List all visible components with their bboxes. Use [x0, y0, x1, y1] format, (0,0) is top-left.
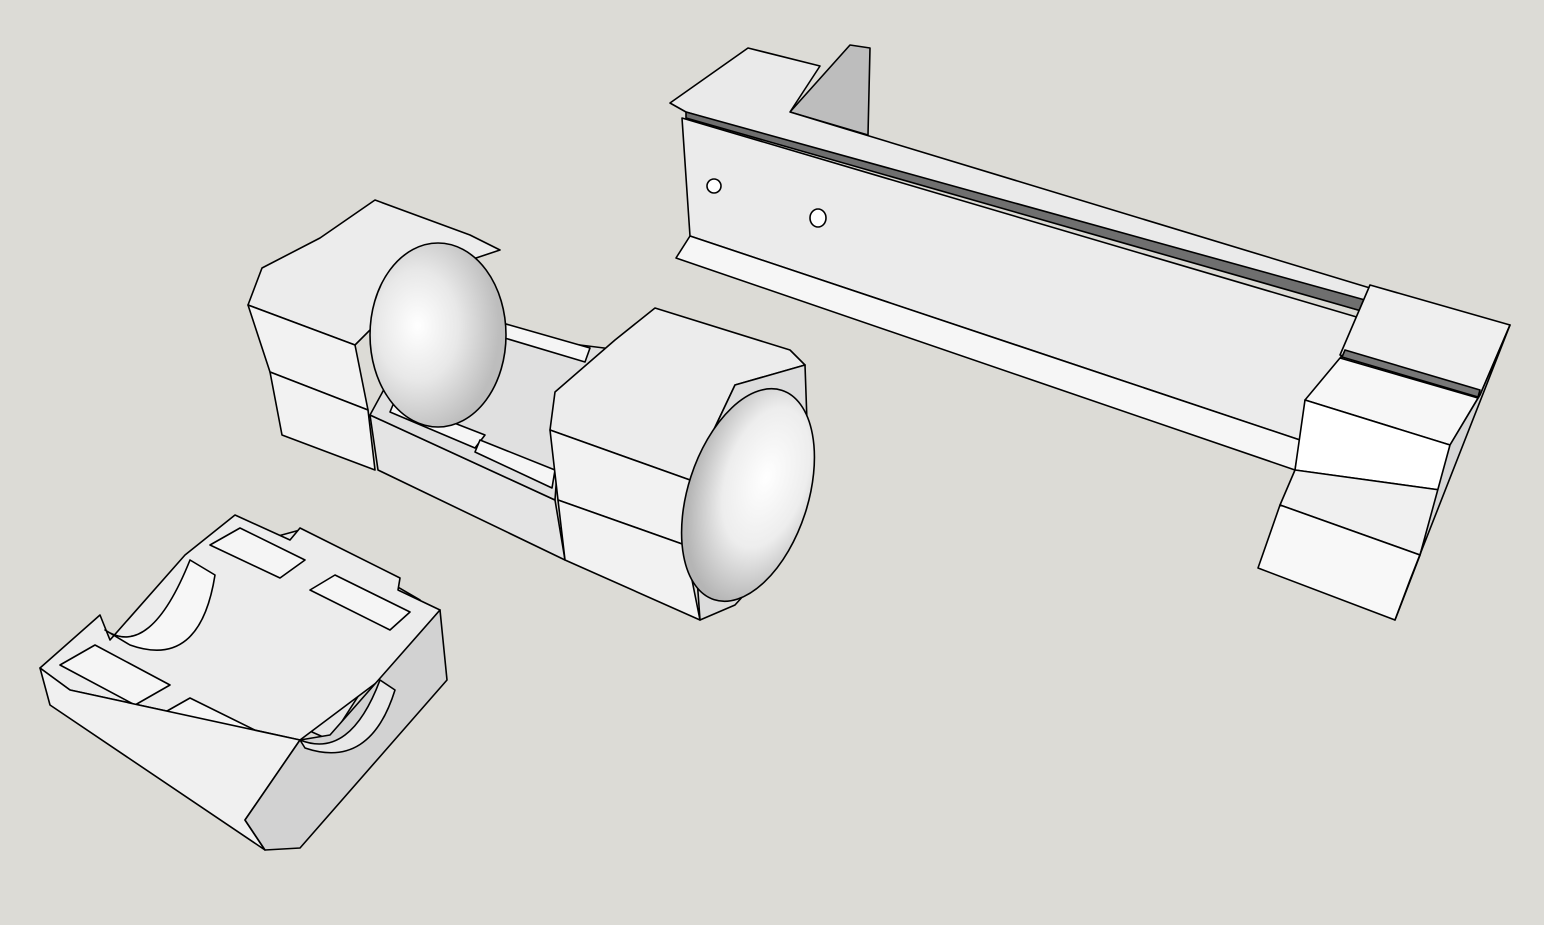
left-bearing-disc — [369, 242, 507, 428]
rail-bracket-model[interactable] — [669, 44, 1511, 621]
clip-pocket — [209, 527, 306, 579]
clip-pocket — [309, 574, 411, 631]
bearing-block-model[interactable] — [247, 199, 839, 621]
clip-cradle — [104, 559, 216, 651]
clip-pocket — [59, 644, 171, 706]
left-block-front-lower — [269, 371, 376, 471]
channel-pocket — [474, 439, 556, 489]
half-clip-model[interactable] — [39, 514, 448, 851]
clip-side-face — [244, 609, 448, 851]
rail-hole — [809, 208, 827, 228]
right-bearing-disc — [680, 387, 816, 603]
clip-end-cutout — [299, 679, 396, 754]
rail-hole — [706, 178, 722, 194]
end-block-side — [1394, 324, 1511, 621]
